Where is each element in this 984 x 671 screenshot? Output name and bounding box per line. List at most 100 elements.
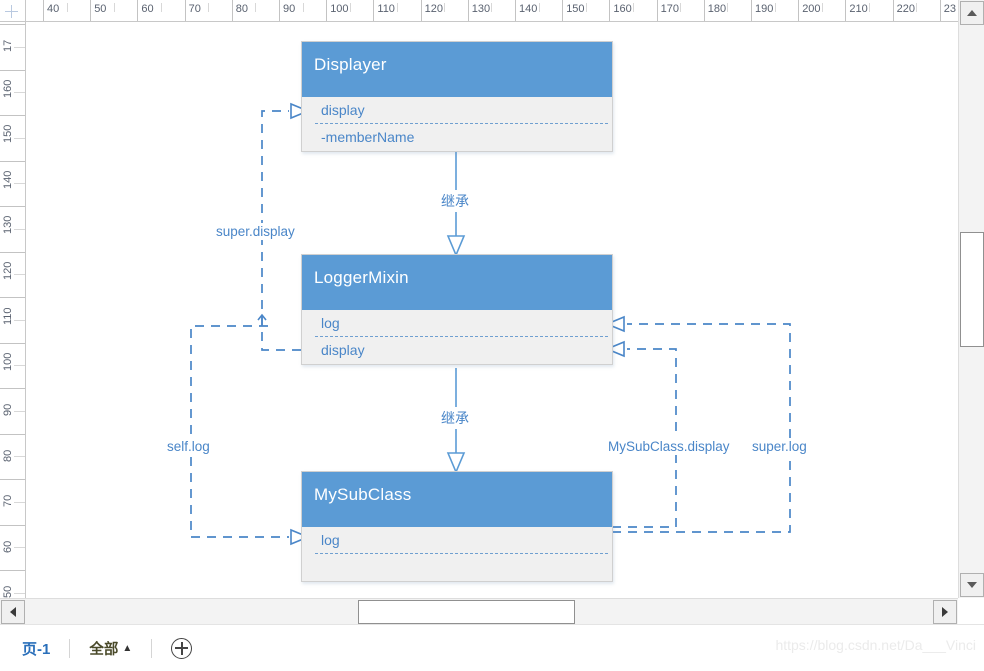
ruler-tick-minor (869, 3, 870, 12)
class-member-display[interactable]: display (321, 342, 365, 358)
ruler-label: 160 (613, 3, 632, 15)
chevron-down-icon (967, 582, 977, 588)
ruler-tick (420, 0, 422, 21)
ruler-label: 150 (566, 3, 585, 15)
class-box-loggermixin[interactable]: LoggerMixin log display (301, 254, 613, 365)
ruler-tick (0, 342, 25, 344)
ruler-tick-minor (444, 3, 446, 12)
ruler-label: 140 (519, 3, 538, 15)
ruler-tick-minor (14, 137, 25, 139)
dependency-edge-self-log[interactable] (190, 313, 311, 546)
ruler-label: 100 (2, 352, 14, 371)
ruler-corner[interactable] (0, 0, 26, 22)
ruler-tick-minor (821, 3, 823, 12)
dependency-edge-super-display[interactable] (261, 102, 311, 351)
ruler-label: 50 (94, 3, 107, 15)
ruler-tick (467, 0, 469, 21)
ruler-label: 17 (2, 39, 14, 52)
class-body-mysubclass: log (302, 527, 612, 580)
ruler-tick (0, 524, 25, 526)
scroll-left-button[interactable] (1, 600, 25, 624)
chevron-right-icon (942, 607, 948, 617)
scroll-up-button[interactable] (960, 1, 984, 25)
horizontal-scrollbar[interactable] (0, 598, 958, 624)
watermark-text: https://blog.csdn.net/Da___Vinci (775, 637, 976, 653)
edge-label-super-log: super.log (749, 438, 810, 455)
ruler-tick (0, 206, 25, 207)
page-filter-all[interactable]: 全部 ▲ (89, 638, 132, 659)
ruler-tick-minor (538, 3, 540, 12)
compartment-separator (315, 336, 608, 337)
ruler-tick (137, 0, 139, 21)
class-box-mysubclass[interactable]: MySubClass log (301, 471, 613, 582)
ruler-tick-minor (14, 365, 25, 367)
ruler-label: 100 (330, 3, 349, 15)
ruler-tick (656, 0, 658, 21)
ruler-tick (845, 0, 847, 21)
scroll-right-button[interactable] (933, 600, 957, 624)
class-body-displayer: display -memberName (302, 97, 612, 150)
ruler-tick (0, 388, 25, 389)
dependency-edge-mysubclass-display[interactable] (604, 340, 677, 528)
ruler-label: 190 (755, 3, 774, 15)
ruler-tick (0, 115, 25, 116)
ruler-label: 180 (707, 3, 727, 15)
class-member-empty[interactable] (302, 554, 612, 580)
class-body-loggermixin: log display (302, 310, 612, 363)
diagram-canvas[interactable]: Displayer display -memberName LoggerMixi… (27, 23, 958, 598)
ruler-tick (0, 433, 25, 435)
dependency-edge-super-log[interactable] (604, 315, 791, 533)
class-member-display[interactable]: display (321, 102, 365, 118)
edge-label-inheritance-bottom: 继承 (438, 407, 472, 429)
page-tab-1[interactable]: 页-1 (22, 640, 51, 658)
ruler-tick (184, 0, 186, 21)
ruler-tick-minor (66, 3, 68, 12)
ruler-tick-minor (302, 3, 304, 12)
scroll-down-button[interactable] (960, 573, 984, 597)
ruler-label: 140 (2, 170, 14, 189)
ruler-tick (326, 0, 328, 21)
ruler-tick (609, 0, 611, 21)
ruler-label: 60 (2, 540, 14, 553)
ruler-tick-minor (14, 228, 25, 230)
class-member-log[interactable]: log (321, 532, 340, 548)
ruler-tick (279, 0, 280, 21)
class-box-displayer[interactable]: Displayer display -memberName (301, 41, 613, 152)
vertical-scrollbar[interactable] (958, 0, 984, 598)
compartment-separator (315, 123, 608, 124)
vertical-scrollbar-thumb[interactable] (960, 232, 984, 347)
class-header-mysubclass: MySubClass (302, 472, 612, 527)
ruler-tick-minor (14, 274, 25, 276)
ruler-label: 70 (2, 494, 14, 507)
chevron-up-icon (967, 10, 977, 16)
ruler-tick (43, 0, 44, 21)
ruler-tick (562, 0, 564, 21)
ruler-tick-minor (14, 410, 25, 412)
ruler-label: 23 (943, 3, 957, 15)
ruler-origin-icon (5, 5, 18, 18)
ruler-tick (798, 0, 800, 21)
ruler-label: 110 (377, 3, 395, 15)
ruler-tick (515, 0, 516, 21)
ruler-tick-minor (585, 3, 587, 12)
horizontal-scrollbar-thumb[interactable] (358, 600, 575, 624)
ruler-tick-minor (397, 3, 398, 12)
class-member-log[interactable]: log (321, 315, 340, 331)
status-bar: 页-1 全部 ▲ https://blog.csdn.net/Da___Vinc… (0, 624, 984, 671)
ruler-label: 150 (2, 124, 14, 143)
add-page-button[interactable] (171, 637, 193, 659)
class-member-membername[interactable]: -memberName (321, 129, 415, 145)
ruler-tick-minor (727, 3, 729, 12)
ruler-tick-minor (208, 3, 210, 12)
ruler-tick-minor (14, 501, 25, 503)
ruler-tick-minor (491, 3, 493, 12)
divider (151, 638, 153, 658)
ruler-tick (0, 160, 25, 162)
edge-label-inheritance-top: 继承 (438, 190, 472, 212)
ruler-tick (0, 24, 25, 25)
ruler-label: 170 (660, 3, 679, 15)
ruler-label: 110 (2, 307, 14, 325)
